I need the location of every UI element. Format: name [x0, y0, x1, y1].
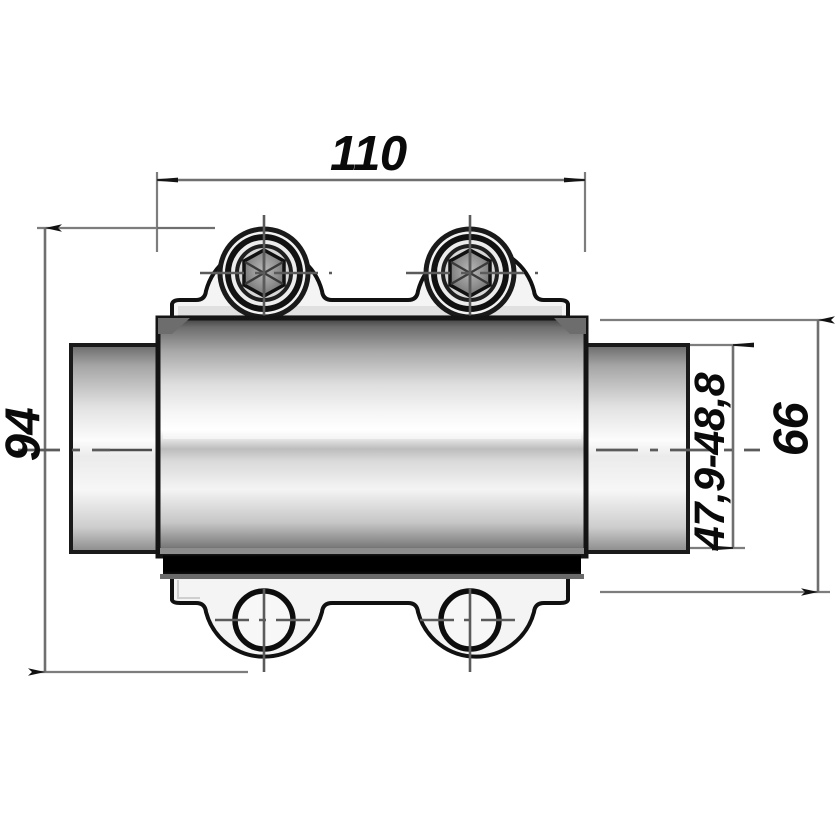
dimension-label-height-right: 66 — [764, 402, 819, 457]
pipe-right-stub — [578, 343, 690, 554]
dimension-label-height-left: 94 — [0, 407, 51, 462]
clamp-body — [155, 315, 589, 559]
bottom-bracket — [170, 573, 570, 659]
gasket-band — [160, 548, 584, 579]
dimension-label-pipe-diameter: 47,9-48,8 — [686, 372, 735, 551]
bottom-hole-centerlines — [215, 588, 524, 672]
pipe-left-stub — [69, 343, 165, 554]
bottom-bracket-outline — [170, 573, 570, 659]
top-bolt-centerlines — [200, 215, 538, 330]
dimension-label-width: 110 — [330, 127, 407, 181]
